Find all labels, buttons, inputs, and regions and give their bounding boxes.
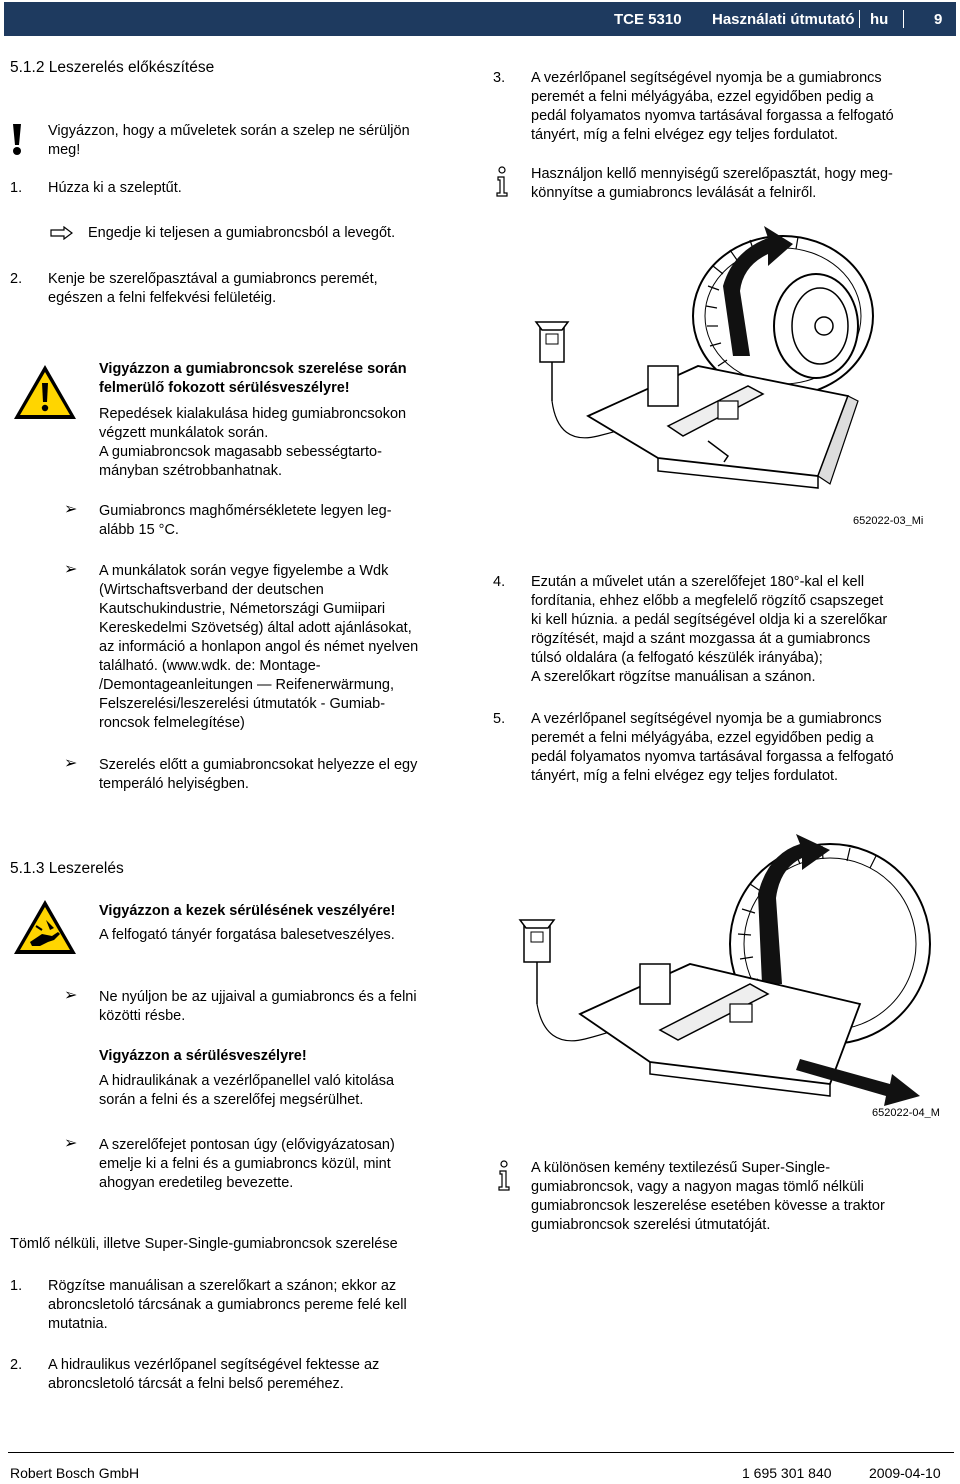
bullet-line: közötti résbe.	[99, 1008, 186, 1024]
bullet-line: Felszerelési/leszerelési útmutatók - Gum…	[99, 696, 386, 712]
warning-body-line: mányban szétrobbanhatnak.	[99, 463, 282, 479]
hand-warning-body: A felfogató tányér forgatása balesetvesz…	[99, 927, 395, 943]
bullet-arrow-icon: ➢	[64, 987, 78, 1004]
footer-doc-number: 1 695 301 840	[742, 1465, 832, 1481]
doc-title: Használati útmutató	[712, 11, 855, 28]
step-4-line: rögzítését, majd a szánt mozgassa át a g…	[531, 631, 871, 647]
caution-exclamation-icon	[10, 124, 24, 156]
step-number: 2.	[10, 1357, 23, 1373]
step-2-line: egészen a felni felfekvési felületéig.	[48, 290, 277, 306]
hand-injury-warning-icon	[12, 898, 78, 956]
bullet-line: (Wirtschaftsverband der deutschen	[99, 582, 324, 598]
step-number: 4.	[493, 574, 506, 590]
hand-warning-title: Vigyázzon a kezek sérülésének veszélyére…	[99, 903, 396, 919]
injury-warning-line: A hidraulikának a vezérlőpanellel való k…	[99, 1073, 395, 1089]
page-number: 9	[934, 11, 943, 28]
step-3-line: pedál folyamatos nyomva tartásával forga…	[531, 108, 894, 124]
bullet-line: alább 15 °C.	[99, 522, 179, 538]
info-note-icon	[494, 166, 510, 198]
tubeless-subtitle: Tömlő nélküli, illetve Super-Single-gumi…	[10, 1236, 398, 1252]
step-number: 2.	[10, 271, 23, 287]
result-arrow-icon	[50, 225, 74, 241]
bullet-line: A szerelőfejet pontosan úgy (elővigyázat…	[99, 1137, 395, 1153]
step-2-line: Kenje be szerelőpasztával a gumiabroncs …	[48, 271, 378, 287]
warning-triangle-icon	[12, 363, 78, 421]
tubeless-step-2-line: abroncsletoló tárcsát a felni belső pere…	[48, 1376, 344, 1392]
step-3-line: peremét a felni mélyágyába, ezzel egyidő…	[531, 89, 874, 105]
bullet-line: ahogyan eredetileg bevezette.	[99, 1175, 294, 1191]
step-4-line: Ezután a művelet után a szerelőfejet 180…	[531, 574, 865, 590]
bullet-arrow-icon: ➢	[64, 501, 78, 518]
step-number: 3.	[493, 70, 506, 86]
info-note-icon	[496, 1160, 512, 1192]
section-5-1-2-title: 5.1.2 Leszerelés előkészítése	[10, 59, 215, 76]
bullet-arrow-icon: ➢	[64, 755, 78, 772]
tubeless-step-1-line: abroncsletoló tárcsának a gumiabroncs pe…	[48, 1297, 407, 1313]
result-text: Engedje ki teljesen a gumiabroncsból a l…	[88, 225, 396, 241]
warning-body-line: Repedések kialakulása hideg gumiabroncso…	[99, 406, 407, 422]
bullet-line: Ne nyúljon be az ujjaival a gumiabroncs …	[99, 989, 417, 1005]
step-5-line: peremét a felni mélyágyába, ezzel egyidő…	[531, 730, 874, 746]
injury-warning-line: során a felni és a szerelőfej megsérülhe…	[99, 1092, 364, 1108]
step-5-line: A vezérlőpanel segítségével nyomja be a …	[531, 711, 882, 727]
tubeless-step-1-line: Rögzítse manuálisan a szerelőkart a szán…	[48, 1278, 397, 1294]
step-5-line: tányért, míg a felni elvégez egy teljes …	[531, 768, 839, 784]
warning-body-line: A gumiabroncsok magasabb sebességtarto-	[99, 444, 382, 460]
figure-label: 652022-03_Mi	[853, 515, 923, 526]
tubeless-step-2-line: A hidraulikus vezérlőpanel segítségével …	[48, 1357, 380, 1373]
caution-line: Vigyázzon, hogy a műveletek során a szel…	[48, 123, 410, 139]
bullet-arrow-icon: ➢	[64, 561, 78, 578]
header-divider	[903, 10, 904, 28]
figure-label: 652022-04_Mi	[872, 1107, 940, 1118]
injury-warning-title: Vigyázzon a sérülésveszélyre!	[99, 1048, 307, 1064]
header-divider	[859, 10, 860, 28]
footer-date: 2009-04-10	[869, 1465, 941, 1481]
footer-company: Robert Bosch GmbH	[10, 1465, 140, 1481]
bullet-line: található. (www.wdk. de: Montage-	[99, 658, 321, 674]
step-4-line: fordítania, ehhez előbb a megfelelő rögz…	[531, 593, 884, 609]
bullet-line: Szerelés előtt a gumiabroncsokat helyezz…	[99, 757, 418, 773]
footer-divider	[8, 1452, 954, 1453]
step-number: 1.	[10, 1278, 23, 1294]
step-3-line: A vezérlőpanel segítségével nyomja be a …	[531, 70, 882, 86]
note-line: A különösen kemény textilezésű Super-Sin…	[531, 1160, 831, 1176]
step-3-line: tányért, míg a felni elvégez egy teljes …	[531, 127, 839, 143]
language-code: hu	[870, 11, 889, 28]
bullet-line: /Demontageanleitungen — Reifenerwärmung,	[99, 677, 395, 693]
warning-body-line: végzett munkálatok során.	[99, 425, 269, 441]
bullet-line: roncsok felmelegítése)	[99, 715, 245, 731]
warning-title-line: felmerülő fokozott sérülésveszélyre!	[99, 380, 350, 396]
header-bar: TCE 5310 Használati útmutató hu 9	[4, 2, 956, 36]
bullet-line: Kautschukindustrie, Németországi Gumiipa…	[99, 601, 386, 617]
bullet-line: Kereskedelmi Szövetség) által adott aján…	[99, 620, 412, 636]
note-line: gumiabroncsok, vagy a nagyon magas tömlő…	[531, 1179, 864, 1195]
step-4-line: túlsó oldalára (a felfogató készülék irá…	[531, 650, 823, 666]
section-5-1-3-title: 5.1.3 Leszerelés	[10, 860, 124, 877]
step-number: 1.	[10, 180, 23, 196]
note-line: könnyítse a gumiabroncs leválását a feln…	[531, 185, 817, 201]
tubeless-step-1-line: mutatnia.	[48, 1316, 108, 1332]
warning-title-line: Vigyázzon a gumiabroncsok szerelése sorá…	[99, 361, 407, 377]
product-name: TCE 5310	[614, 11, 682, 28]
bullet-line: az információ a honlapon angol és német …	[99, 639, 419, 655]
bullet-line: emelje ki a felni és a gumiabroncs közül…	[99, 1156, 391, 1172]
bullet-line: Gumiabroncs maghőmérsékletete legyen leg…	[99, 503, 392, 519]
tire-changer-figure-2: 652022-04_Mi	[500, 834, 942, 1119]
tire-changer-figure-1: 652022-03_Mi	[518, 226, 938, 527]
note-line: Használjon kellő mennyiségű szerelőpaszt…	[531, 166, 893, 182]
bullet-line: A munkálatok során vegye figyelembe a Wd…	[99, 563, 389, 579]
bullet-arrow-icon: ➢	[64, 1135, 78, 1152]
step-number: 5.	[493, 711, 506, 727]
note-line: gumiabroncsok leszerelése esetében köves…	[531, 1198, 885, 1214]
step-4-line: A szerelőkart rögzítse manuálisan a szán…	[531, 669, 816, 685]
step-4-line: ki kell húznia. a pedál segítségével old…	[531, 612, 888, 628]
note-line: gumiabroncsok szerelési útmutatóját.	[531, 1217, 771, 1233]
step-1-text: Húzza ki a szeleptűt.	[48, 180, 182, 196]
step-5-line: pedál folyamatos nyomva tartásával forga…	[531, 749, 894, 765]
bullet-line: temperáló helyiségben.	[99, 776, 249, 792]
caution-line: meg!	[48, 142, 81, 158]
